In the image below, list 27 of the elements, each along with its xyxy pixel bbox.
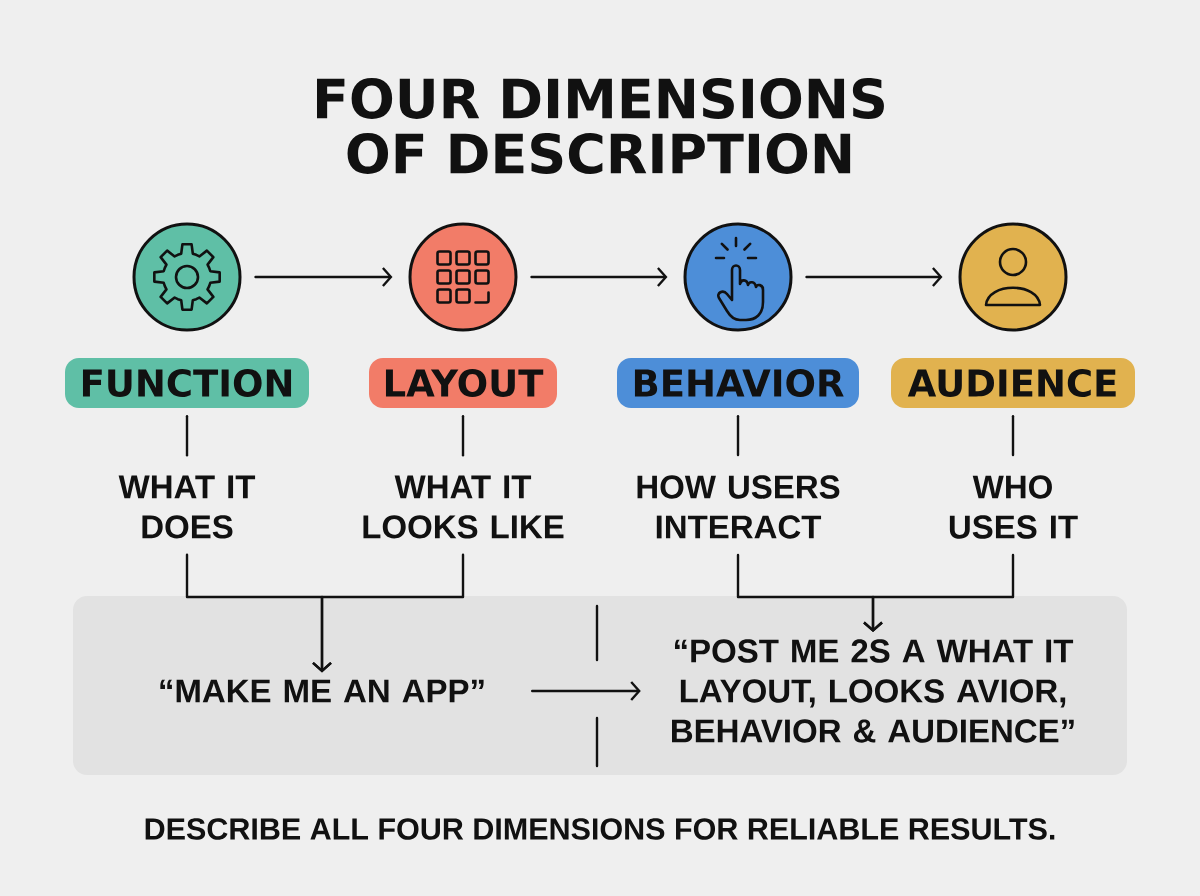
label-pill: AUDIENCE bbox=[891, 358, 1135, 408]
description-text: WHO USES IT bbox=[949, 475, 1078, 539]
connector-line bbox=[736, 415, 740, 457]
caption: DESCRIBE ALL FOUR DIMENSIONS FOR RELIABLE RESULTS. bbox=[145, 818, 1055, 840]
panel bbox=[73, 596, 1127, 775]
arrow bbox=[863, 553, 1015, 633]
icon-circle bbox=[683, 222, 793, 332]
description-text: HOW USERS INTERACT bbox=[637, 475, 840, 539]
description-text: WHAT IT DOES bbox=[118, 475, 256, 539]
arrow bbox=[530, 267, 668, 287]
arrow bbox=[254, 267, 393, 287]
title: FOUR DIMENSIONS OF DESCRIPTION bbox=[317, 78, 884, 174]
label-pill: FUNCTION bbox=[65, 358, 309, 408]
label-pill: BEHAVIOR bbox=[617, 358, 859, 408]
icon-circle bbox=[132, 222, 242, 332]
connector-line bbox=[1011, 415, 1015, 457]
quote-text: “POST ME 2S A WHAT IT LAYOUT, LOOKS AVIOR, BEHAVIOR & AUDIENCE” bbox=[672, 639, 1074, 743]
connector-line bbox=[185, 415, 189, 457]
label-pill: LAYOUT bbox=[369, 358, 557, 408]
arrow bbox=[805, 267, 943, 287]
icon-circle bbox=[408, 222, 518, 332]
connector-line bbox=[461, 415, 465, 457]
icon-circle bbox=[958, 222, 1068, 332]
arrow bbox=[531, 681, 641, 701]
arrow bbox=[312, 553, 465, 673]
quote-text: “MAKE ME AN APP” bbox=[160, 679, 484, 703]
description-text: WHAT IT LOOKS LIKE bbox=[363, 475, 564, 539]
